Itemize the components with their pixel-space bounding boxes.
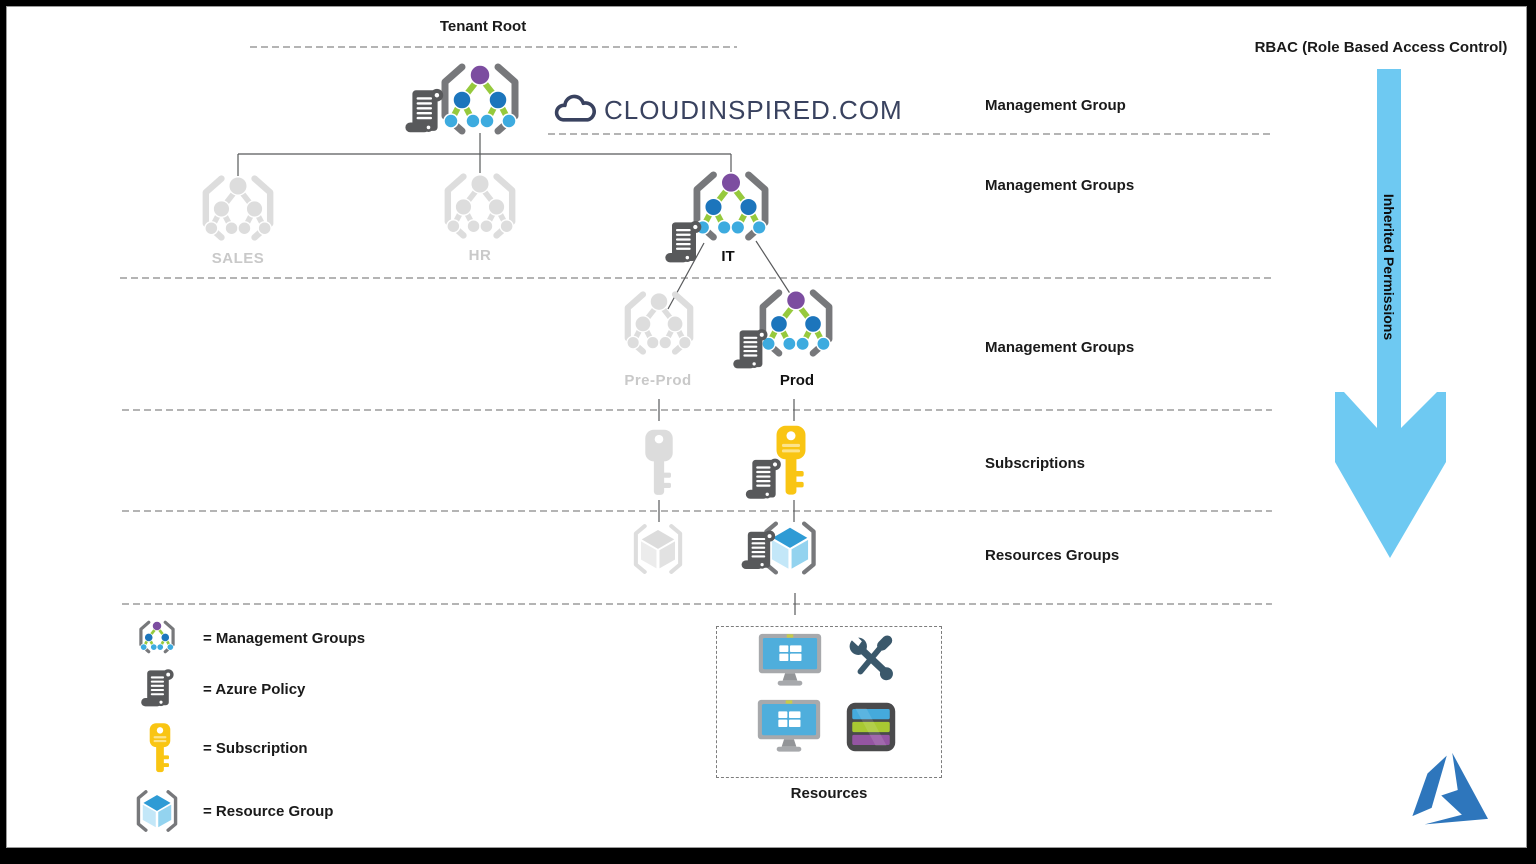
- row-label-management-groups-3: Management Groups: [985, 339, 1135, 356]
- azure-policy-icon-legend: [140, 666, 176, 712]
- virtual-machine-icon: [758, 632, 822, 690]
- resource-group-icon-inactive: [627, 521, 689, 577]
- row-label-management-groups-2: Management Groups: [985, 177, 1135, 194]
- row-label-subscriptions: Subscriptions: [985, 455, 1086, 472]
- azure-logo-icon: [1404, 746, 1506, 834]
- tenant-root-title: Tenant Root: [439, 18, 527, 35]
- rbac-title: RBAC (Role Based Access Control): [1254, 39, 1508, 56]
- azure-policy-icon-root: [404, 86, 446, 138]
- brand-logo-text: CLOUDINSPIRED.COM: [604, 95, 903, 125]
- row-label-resources-groups: Resources Groups: [985, 547, 1120, 564]
- azure-policy-icon-resource-group: [740, 528, 778, 574]
- subscription-key-icon-inactive: [631, 428, 687, 500]
- resources-box: [716, 626, 942, 778]
- resources-label: Resources: [790, 785, 868, 802]
- management-group-icon-sales: [192, 174, 284, 242]
- legend-label-azure-policy: = Azure Policy: [203, 681, 306, 698]
- legend-label-resource-group: = Resource Group: [203, 803, 334, 820]
- virtual-machine-icon: [757, 698, 821, 756]
- legend-label-subscription: = Subscription: [203, 740, 308, 757]
- management-groups-icon-legend: [134, 620, 180, 654]
- node-label-preprod: Pre-Prod: [624, 372, 692, 389]
- node-label-sales: SALES: [211, 250, 265, 267]
- management-group-icon-preprod: [614, 290, 704, 356]
- cloud-icon: [552, 92, 598, 126]
- tools-icon: [846, 634, 898, 686]
- management-group-icon-hr: [434, 172, 526, 240]
- azure-policy-icon-prod: [732, 326, 770, 374]
- node-label-it: IT: [721, 248, 735, 265]
- node-label-prod: Prod: [779, 372, 815, 389]
- inherited-permissions-label: Inherited Permissions: [1381, 193, 1397, 341]
- inherited-permissions-arrow: [1335, 69, 1446, 558]
- row-label-management-group: Management Group: [985, 97, 1126, 114]
- azure-policy-icon-it: [664, 218, 704, 268]
- node-label-hr: HR: [468, 247, 492, 264]
- legend-label-management-groups: = Management Groups: [203, 630, 366, 647]
- subscription-key-icon-legend: [142, 722, 178, 776]
- resource-group-icon-legend: [131, 788, 183, 834]
- azure-policy-icon-subscription: [744, 456, 784, 504]
- database-icon: [846, 702, 896, 752]
